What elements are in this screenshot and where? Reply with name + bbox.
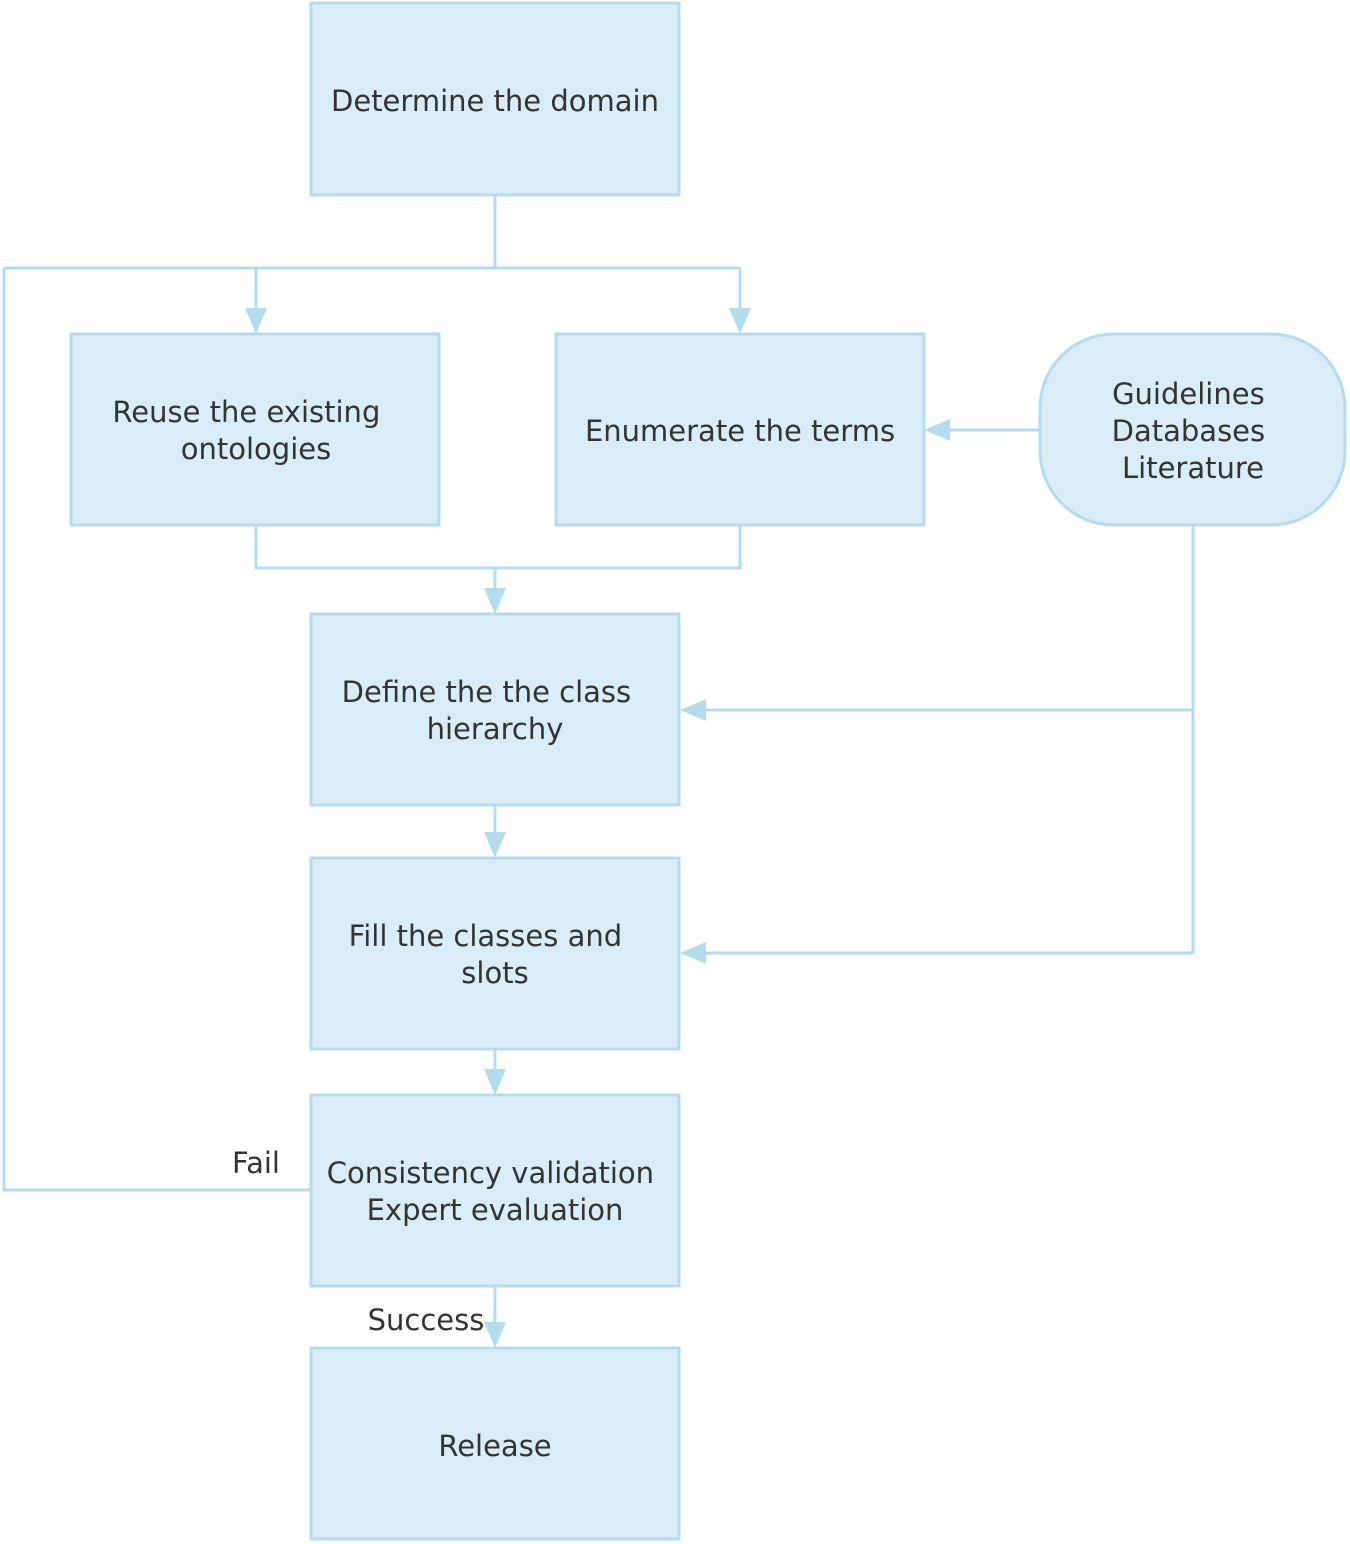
arrow-to-validation	[484, 1069, 506, 1095]
node-sources-box	[1038, 332, 1347, 527]
node-define-hierarchy-line-2: hierarchy	[427, 712, 564, 746]
edge-label-success: Success	[368, 1303, 485, 1337]
node-validation: Consistency validation Expert evaluation	[309, 1093, 681, 1288]
arrow-to-fill-side	[680, 942, 706, 964]
arrow-to-reuse	[245, 308, 267, 334]
arrow-to-enumerate-side	[924, 419, 950, 441]
edge-label-fail: Fail	[232, 1146, 280, 1180]
node-determine-domain-label: Determine the domain	[331, 84, 659, 118]
arrow-to-enumerate	[729, 308, 751, 334]
node-validation-line-1: Consistency validation	[327, 1156, 654, 1190]
node-fill-classes-line-1: Fill the classes and	[349, 919, 623, 953]
node-define-hierarchy: Define the the class hierarchy	[309, 612, 681, 807]
arrow-to-define-side	[680, 699, 706, 721]
node-reuse-ontologies-label: Reuse the existing ontologies	[112, 395, 389, 466]
node-release-box	[309, 1346, 681, 1541]
connectors	[2, 195, 1195, 1348]
node-fill-classes-line-2: slots	[461, 956, 528, 990]
node-sources-line-2: Databases	[1112, 414, 1265, 448]
node-determine-domain-box	[309, 1, 681, 197]
node-enumerate-terms-line-1: Enumerate the terms	[585, 414, 895, 448]
node-fill-classes-box	[309, 856, 681, 1051]
node-sources-line-1: Guidelines	[1112, 377, 1265, 411]
node-reuse-ontologies-line-2: ontologies	[181, 432, 331, 466]
node-enumerate-terms-label: Enumerate the terms	[585, 414, 895, 448]
node-define-hierarchy-box	[309, 612, 681, 807]
node-validation-line-2: Expert evaluation	[367, 1193, 624, 1227]
node-fill-classes-label: Fill the classes and slots	[349, 919, 632, 990]
arrow-to-fill	[484, 832, 506, 858]
node-define-hierarchy-label: Define the the class hierarchy	[342, 675, 641, 746]
connector-fail-loop	[2, 268, 311, 1192]
node-sources-label: Guidelines Databases Literature	[1112, 377, 1275, 485]
node-validation-label: Consistency validation Expert evaluation	[327, 1156, 664, 1227]
node-determine-domain-line-1: Determine the domain	[331, 84, 659, 118]
node-enumerate-terms: Enumerate the terms	[554, 332, 926, 527]
node-fill-classes: Fill the classes and slots	[309, 856, 681, 1051]
node-reuse-ontologies: Reuse the existing ontologies	[69, 332, 441, 527]
node-reuse-ontologies-line-1: Reuse the existing	[112, 395, 380, 429]
node-sources: Guidelines Databases Literature	[1038, 332, 1347, 527]
connector-merge	[254, 525, 742, 570]
node-determine-domain: Determine the domain	[309, 1, 681, 197]
node-release-line-1: Release	[438, 1429, 551, 1463]
node-define-hierarchy-line-1: Define the the class	[342, 675, 632, 709]
node-release-label: Release	[438, 1429, 551, 1463]
node-sources-line-3: Literature	[1122, 451, 1264, 485]
node-release: Release	[309, 1346, 681, 1541]
arrow-to-release	[484, 1322, 506, 1348]
node-reuse-ontologies-box	[69, 332, 441, 527]
node-validation-box	[309, 1093, 681, 1288]
node-enumerate-terms-box	[554, 332, 926, 527]
arrow-to-define	[484, 588, 506, 614]
